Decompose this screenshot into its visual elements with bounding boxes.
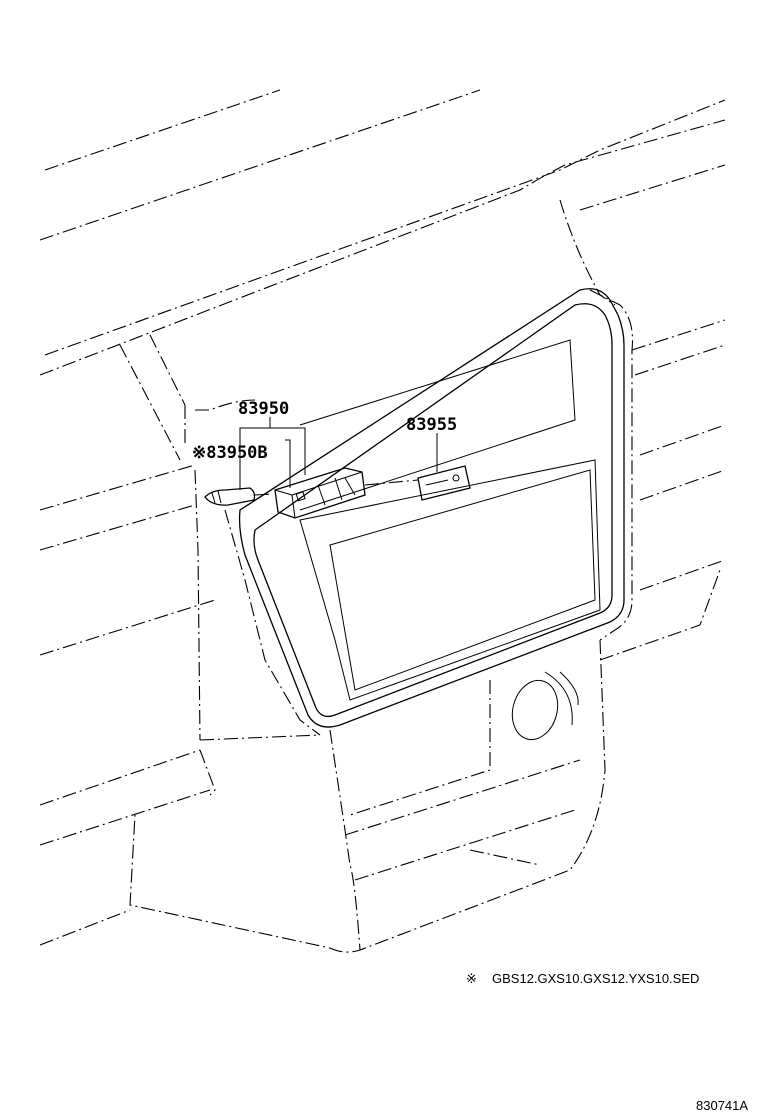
part-label-83950: 83950 bbox=[238, 399, 289, 419]
console-outline bbox=[129, 199, 634, 953]
switch-assembly-drawing bbox=[274, 467, 419, 519]
part-label-83955: 83955 bbox=[406, 415, 457, 435]
footnote-symbol: ※ bbox=[466, 971, 477, 986]
indicator-plate-drawing bbox=[417, 465, 471, 501]
bulb-drawing bbox=[204, 487, 273, 506]
leader-lines bbox=[239, 417, 438, 490]
phantom-lines-left bbox=[39, 464, 216, 946]
phantom-lines-right bbox=[599, 319, 726, 661]
center-panel-frame bbox=[238, 288, 625, 728]
footnote-text: GBS12.GXS10.GXS12.YXS10.SED bbox=[492, 971, 699, 986]
part-label-83950b: ※83950B bbox=[192, 443, 268, 463]
figure-number: 830741A bbox=[696, 1098, 748, 1112]
phantom-lines-upper bbox=[39, 89, 726, 461]
round-vent bbox=[511, 671, 579, 741]
